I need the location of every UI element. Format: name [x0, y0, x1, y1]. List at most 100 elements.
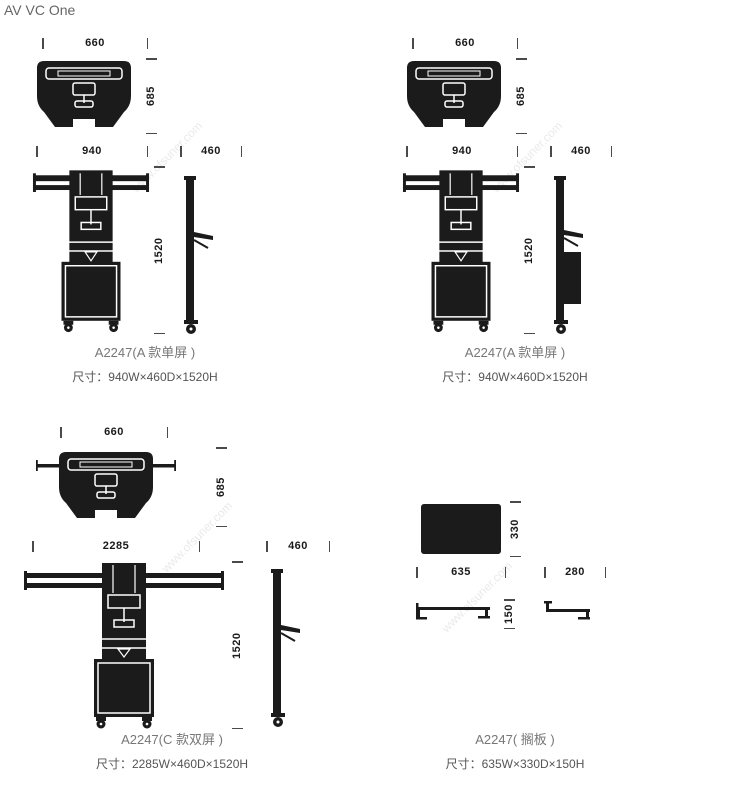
- dim-tick: [153, 332, 165, 334]
- dim-label: 660: [104, 426, 124, 438]
- dim-shelf-height: 150: [502, 599, 516, 629]
- front-view-drawing: [402, 166, 520, 334]
- dim-side-depth: 460: [266, 539, 330, 553]
- dim-tick: [32, 540, 34, 552]
- dim-shelf-width: 635: [416, 565, 506, 579]
- dim-tick: [231, 727, 243, 729]
- side-view-drawing: [551, 174, 587, 336]
- dim-front-width: 940: [406, 144, 518, 158]
- dim-tick: [36, 145, 38, 157]
- dim-label: 1520: [153, 236, 165, 264]
- model-caption: A2247(A 款单屏 ): [464, 345, 566, 360]
- dim-label: 685: [515, 86, 527, 106]
- dim-label: 1520: [231, 631, 243, 659]
- dim-side-depth: 460: [550, 144, 612, 158]
- model-caption: A2247( 搁板 ): [475, 732, 555, 747]
- dim-tick: [145, 58, 157, 60]
- panel-a2247-shelf: 330 635 280 150: [400, 413, 630, 795]
- dim-front-width: 940: [36, 144, 148, 158]
- dim-front-width: 2285: [32, 539, 200, 553]
- size-label: 尺寸：635W×330D×150H: [445, 757, 585, 771]
- side-view-drawing: [181, 174, 217, 336]
- dim-tick: [266, 540, 268, 552]
- dim-tick: [544, 566, 546, 578]
- side-view-drawing: [268, 567, 304, 729]
- dim-tick: [180, 145, 182, 157]
- model-caption: A2247(C 款双屏 ): [121, 732, 223, 747]
- dim-label: 280: [565, 566, 585, 578]
- dim-label: 660: [455, 37, 475, 49]
- dim-tick: [523, 332, 535, 334]
- panel-a2247-a-right: 660 685 940 460: [400, 30, 630, 408]
- dim-tick: [42, 37, 44, 49]
- top-view-drawing: [404, 58, 504, 134]
- dim-top-width: 660: [42, 36, 148, 50]
- dim-tick: [504, 566, 506, 578]
- panel-a2247-a-left: 660 685 940 460: [30, 30, 260, 408]
- dim-tick: [604, 566, 606, 578]
- dim-label: 1520: [523, 236, 535, 264]
- dim-label: 660: [85, 37, 105, 49]
- dim-tick: [516, 145, 518, 157]
- dim-tick: [240, 145, 242, 157]
- dim-tick: [509, 501, 521, 503]
- dim-tick: [145, 132, 157, 134]
- dim-tick: [406, 145, 408, 157]
- dim-label: 2285: [102, 540, 130, 552]
- dim-label: 940: [82, 145, 102, 157]
- shelf-top-view-drawing: [420, 503, 502, 555]
- dim-tick: [146, 37, 148, 49]
- top-view-drawing: [36, 447, 176, 527]
- size-label: 尺寸：940W×460D×1520H: [72, 370, 218, 384]
- dim-tick: [328, 540, 330, 552]
- dim-label: 685: [215, 477, 227, 497]
- dim-height: 1520: [152, 166, 166, 334]
- size-label: 尺寸：940W×460D×1520H: [442, 370, 588, 384]
- dim-top-depth: 685: [514, 58, 528, 134]
- dim-tick: [610, 145, 612, 157]
- dim-label: 460: [571, 145, 591, 157]
- shelf-profile-front-drawing: [416, 599, 490, 629]
- dim-label: 685: [145, 86, 157, 106]
- dim-tick: [550, 145, 552, 157]
- dim-label: 330: [509, 519, 521, 539]
- dim-top-width: 660: [60, 425, 168, 439]
- dim-height: 1520: [230, 561, 244, 729]
- dim-tick: [153, 166, 165, 168]
- page-title: AV VC One: [4, 2, 76, 18]
- dim-tick: [515, 132, 527, 134]
- dim-tick: [516, 37, 518, 49]
- top-view-drawing: [34, 58, 134, 134]
- shelf-profile-side-drawing: [544, 599, 592, 629]
- dim-tick: [231, 561, 243, 563]
- dim-tick: [509, 555, 521, 557]
- panel-a2247-c-dual: 660 685: [22, 413, 330, 795]
- dim-tick: [503, 599, 515, 601]
- dim-side-depth: 460: [180, 144, 242, 158]
- dim-top-width: 660: [412, 36, 518, 50]
- model-caption: A2247(A 款单屏 ): [94, 345, 196, 360]
- dim-tick: [412, 37, 414, 49]
- dim-tick: [60, 426, 62, 438]
- dim-label: 940: [452, 145, 472, 157]
- dim-top-depth: 685: [214, 447, 228, 527]
- size-label: 尺寸：2285W×460D×1520H: [95, 757, 249, 771]
- dim-top-depth: 685: [144, 58, 158, 134]
- dim-tick: [523, 166, 535, 168]
- dim-label: 460: [288, 540, 308, 552]
- dim-shelf-depth: 330: [508, 501, 522, 557]
- dim-label: 460: [201, 145, 221, 157]
- front-view-drawing: [24, 561, 224, 729]
- dim-tick: [146, 145, 148, 157]
- front-view-drawing: [32, 166, 150, 334]
- dim-tick: [215, 525, 227, 527]
- dim-tick: [215, 447, 227, 449]
- dim-tick: [515, 58, 527, 60]
- dim-tick: [198, 540, 200, 552]
- dim-height: 1520: [522, 166, 536, 334]
- dim-label: 635: [451, 566, 471, 578]
- dim-tick: [503, 627, 515, 629]
- dim-tick: [166, 426, 168, 438]
- dim-bracket-width: 280: [544, 565, 606, 579]
